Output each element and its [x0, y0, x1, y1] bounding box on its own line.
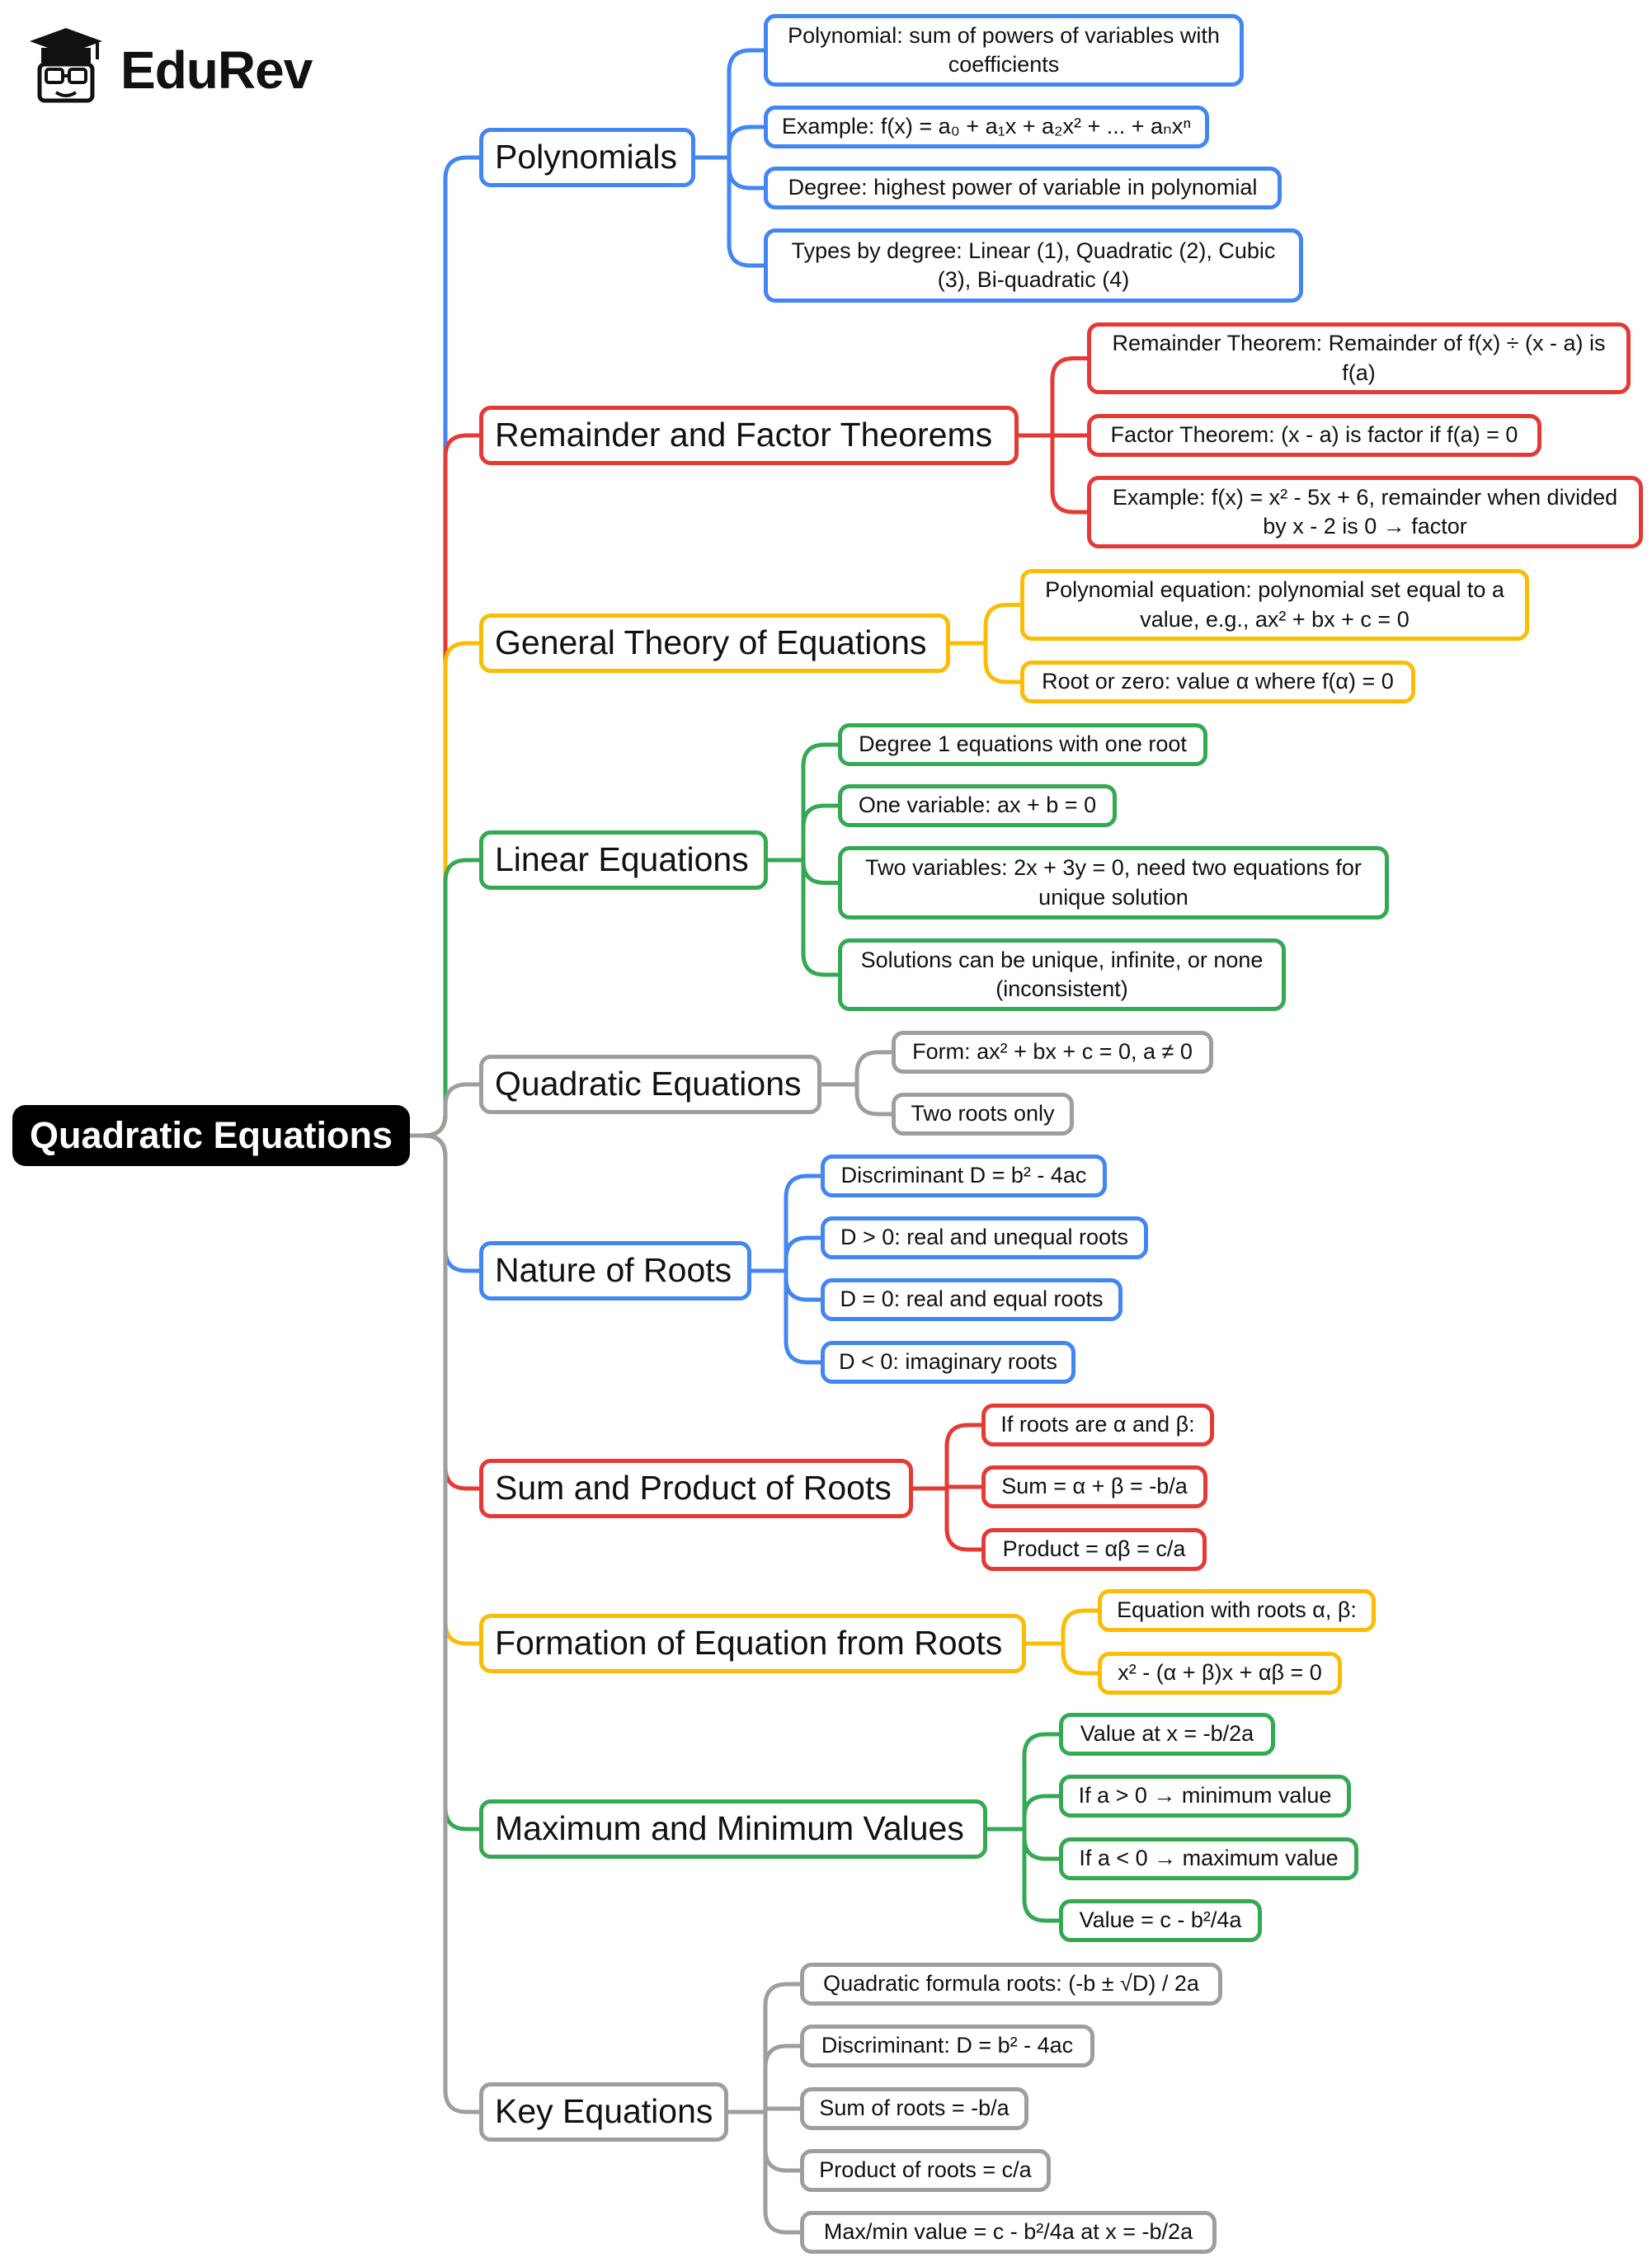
leaf-node: Root or zero: value α where f(α) = 0	[1020, 661, 1415, 703]
leaf-node: Quadratic formula roots: (-b ± √D) / 2a	[800, 1963, 1222, 2006]
leaf-node: Factor Theorem: (x - a) is factor if f(a…	[1087, 414, 1541, 457]
edurev-logo: EduRev	[23, 23, 337, 106]
logo-name: EduRev	[120, 40, 313, 100]
leaf-node: Max/min value = c - b²/4a at x = -b/2a	[800, 2211, 1217, 2254]
branch-sum-product-roots: Sum and Product of Roots	[479, 1459, 913, 1518]
leaf-node: One variable: ax + b = 0	[838, 784, 1117, 827]
branch-quadratic-equations: Quadratic Equations	[479, 1055, 821, 1114]
leaf-node: D > 0: real and unequal roots	[821, 1216, 1148, 1259]
leaf-node: D = 0: real and equal roots	[821, 1278, 1123, 1321]
leaf-node: Value = c - b²/4a	[1059, 1899, 1262, 1942]
leaf-node: Equation with roots α, β:	[1098, 1589, 1376, 1632]
leaf-node: Product of roots = c/a	[800, 2149, 1051, 2192]
leaf-node: Discriminant D = b² - 4ac	[821, 1155, 1107, 1197]
leaf-node: Degree 1 equations with one root	[838, 723, 1207, 766]
branch-key-equations: Key Equations	[479, 2082, 728, 2142]
leaf-node: Polynomial: sum of powers of variables w…	[764, 14, 1244, 87]
leaf-node: If roots are α and β:	[981, 1404, 1214, 1446]
branch-remainder-factor-theorems: Remainder and Factor Theorems	[479, 406, 1019, 465]
branch-max-min-values: Maximum and Minimum Values	[479, 1799, 987, 1859]
graduate-cap-logo-icon	[30, 28, 102, 103]
leaf-node: Types by degree: Linear (1), Quadratic (…	[764, 228, 1303, 303]
branch-linear-equations: Linear Equations	[479, 830, 768, 890]
leaf-node: Discriminant: D = b² - 4ac	[800, 2025, 1094, 2067]
root-node: Quadratic Equations	[12, 1105, 410, 1166]
branch-polynomials: Polynomials	[479, 128, 695, 187]
leaf-node: Sum of roots = -b/a	[800, 2087, 1028, 2130]
leaf-node: Form: ax² + bx + c = 0, a ≠ 0	[892, 1031, 1213, 1074]
leaf-node: Example: f(x) = x² - 5x + 6, remainder w…	[1087, 476, 1643, 548]
leaf-node: Polynomial equation: polynomial set equa…	[1020, 569, 1529, 641]
leaf-node: Two roots only	[892, 1093, 1074, 1136]
leaf-node: Two variables: 2x + 3y = 0, need two equ…	[838, 846, 1389, 919]
leaf-node: Remainder Theorem: Remainder of f(x) ÷ (…	[1087, 322, 1631, 394]
leaf-node: x² - (α + β)x + αβ = 0	[1098, 1652, 1342, 1695]
leaf-node: Sum = α + β = -b/a	[981, 1465, 1207, 1508]
leaf-node: Product = αβ = c/a	[981, 1528, 1207, 1571]
branch-nature-of-roots: Nature of Roots	[479, 1241, 751, 1300]
branch-formation-of-equation: Formation of Equation from Roots	[479, 1614, 1026, 1673]
leaf-node: Degree: highest power of variable in pol…	[764, 167, 1282, 209]
branch-general-theory: General Theory of Equations	[479, 614, 950, 673]
leaf-node: If a > 0 → minimum value	[1059, 1775, 1351, 1818]
leaf-node: D < 0: imaginary roots	[821, 1341, 1075, 1384]
leaf-node: Example: f(x) = a₀ + a₁x + a₂x² + ... + …	[764, 106, 1209, 148]
leaf-node: Solutions can be unique, infinite, or no…	[838, 938, 1286, 1011]
leaf-node: Value at x = -b/2a	[1059, 1713, 1275, 1756]
leaf-node: If a < 0 → maximum value	[1059, 1837, 1358, 1880]
